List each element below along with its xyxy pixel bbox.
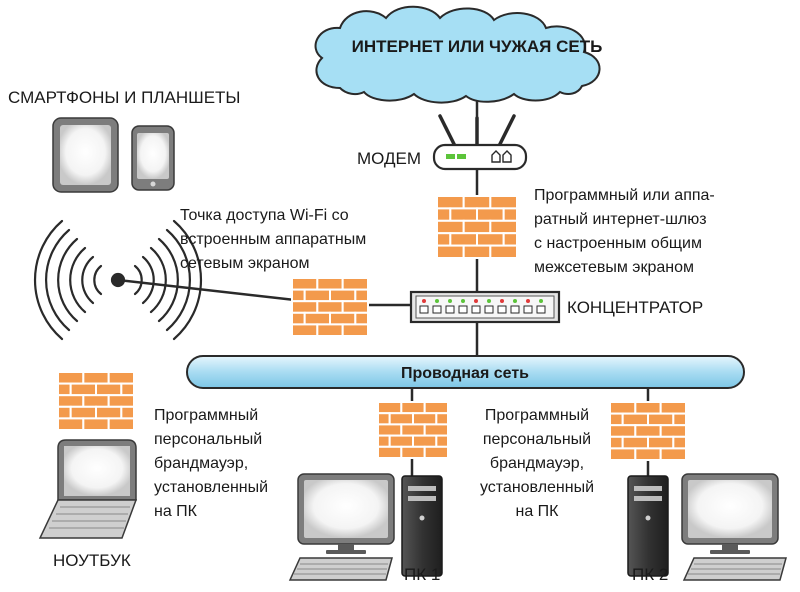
wired-network-bus: Проводная сеть — [186, 355, 745, 389]
pfw-right-line-3: брандмауэр, — [490, 455, 584, 472]
pfw-left-line-5: на ПК — [154, 503, 198, 520]
hub-led-6 — [487, 299, 491, 303]
gateway-note-line-4: межсетевым экраном — [534, 259, 694, 276]
hub-port-6 — [484, 305, 494, 314]
pc-2: ПК 2 — [627, 473, 787, 584]
pc1-label: ПК 1 — [404, 565, 440, 584]
tablet-icon — [52, 117, 119, 193]
hub: КОНЦЕНТРАТОР — [409, 290, 703, 324]
hub-led-7 — [500, 299, 504, 303]
pfw-left-line-2: персональный — [154, 431, 262, 448]
internet-cloud: ИНТЕРНЕТ ИЛИ ЧУЖАЯ СЕТЬ — [314, 5, 603, 104]
hub-port-10 — [536, 305, 546, 314]
monitor-icon — [297, 473, 395, 554]
laptop-icon — [38, 439, 138, 539]
hub-led-4 — [461, 299, 465, 303]
mobile-label: СМАРТФОНЫ И ПЛАНШЕТЫ — [8, 88, 240, 107]
laptop-label: НОУТБУК — [53, 551, 131, 570]
pfw-right-line-4: установленный — [480, 479, 594, 496]
hub-port-8 — [510, 305, 520, 314]
hub-port-2 — [432, 305, 442, 314]
gateway-note-line-3: с настроенным общим — [534, 235, 702, 252]
hub-led-9 — [526, 299, 530, 303]
mobile-devices: СМАРТФОНЫ И ПЛАНШЕТЫ — [8, 88, 240, 193]
firewalls — [57, 195, 688, 461]
modem-label: МОДЕМ — [357, 149, 421, 168]
pfw-left-line-4: установленный — [154, 479, 268, 496]
hub-led-3 — [448, 299, 452, 303]
cloud-icon — [314, 5, 601, 104]
wifi-access-point-icon — [33, 219, 203, 341]
hub-port-3 — [445, 305, 455, 314]
hub-port-9 — [523, 305, 533, 314]
hub-led-1 — [422, 299, 426, 303]
desktop-pc-icon — [627, 475, 669, 577]
desktop-pc-icon — [401, 475, 443, 577]
laptop-firewall-icon — [57, 371, 136, 431]
pfw-left-line-1: Программный — [154, 407, 258, 424]
wifi-note-line-2: встроенным аппаратным — [180, 231, 366, 248]
hub-ports — [419, 299, 546, 314]
modem: МОДЕМ — [357, 114, 528, 171]
hub-led-2 — [435, 299, 439, 303]
hub-led-10 — [539, 299, 543, 303]
network-label: Проводная сеть — [401, 365, 529, 382]
pfw-right-line-2: персональный — [483, 431, 591, 448]
hub-port-7 — [497, 305, 507, 314]
hub-port-4 — [458, 305, 468, 314]
pfw-left-line-3: брандмауэр, — [154, 455, 248, 472]
pc2-label: ПК 2 — [632, 565, 668, 584]
personal-firewall-note-left: Программный персональный брандмауэр, уст… — [154, 407, 268, 520]
pfw-right-line-5: на ПК — [516, 503, 560, 520]
wifi-firewall-icon — [291, 277, 370, 337]
laptop: НОУТБУК — [38, 439, 138, 570]
keyboard-icon — [682, 557, 787, 581]
hub-led-5 — [474, 299, 478, 303]
wifi-access-point: Точка доступа Wi-Fi со встроенным аппара… — [33, 207, 366, 341]
gateway-note-line-1: Программный или аппа- — [534, 187, 715, 204]
gateway-note-line-2: ратный интернет-шлюз — [534, 211, 707, 228]
pc2-firewall-icon — [609, 401, 688, 461]
gateway-firewall-icon — [436, 195, 519, 260]
wifi-note-line-1: Точка доступа Wi-Fi со — [180, 207, 349, 224]
personal-firewall-note-right: Программный персональный брандмауэр, уст… — [480, 407, 594, 520]
monitor-icon — [681, 473, 779, 554]
keyboard-icon — [288, 557, 393, 581]
hub-port-5 — [471, 305, 481, 314]
smartphone-icon — [131, 125, 175, 191]
hub-led-8 — [513, 299, 517, 303]
pc-1: ПК 1 — [288, 473, 443, 584]
wifi-note-line-3: сетевым экраном — [180, 255, 310, 272]
hub-label: КОНЦЕНТРАТОР — [567, 298, 703, 317]
gateway-note: Программный или аппа- ратный интернет-шл… — [534, 187, 715, 276]
hub-port-1 — [419, 305, 429, 314]
modem-icon — [432, 114, 528, 171]
pfw-right-line-1: Программный — [485, 407, 589, 424]
pc1-firewall-icon — [377, 401, 450, 459]
cloud-label: ИНТЕРНЕТ ИЛИ ЧУЖАЯ СЕТЬ — [352, 37, 603, 56]
